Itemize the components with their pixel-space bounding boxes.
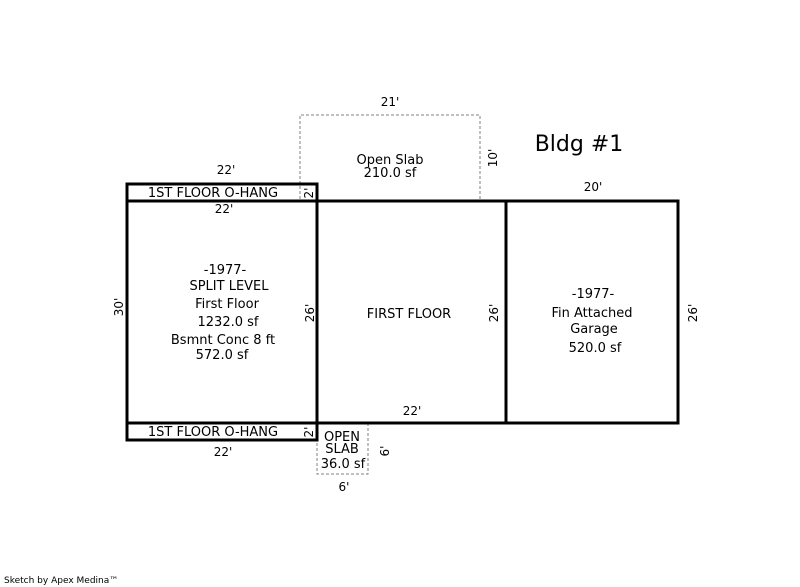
ohang-top-label: 1ST FLOOR O-HANG [148,186,278,201]
first-floor-label: FIRST FLOOR [367,307,451,322]
open-slab-bottom-line2: SLAB [325,442,359,457]
dim-ohang-bottom-depth: 2' [302,427,316,438]
dim-ohang-bottom-width: 22' [214,445,233,459]
open-slab-top-area: 210.0 sf [364,166,417,181]
split-level-area: 1232.0 sf [198,315,259,330]
dim-ohang-top-depth: 2' [302,188,316,199]
dim-garage-right: 26' [686,304,700,323]
garage-year: -1977- [572,287,615,302]
dim-slab-bottom-height: 6' [378,446,392,457]
garage-line1: Fin Attached [552,306,633,321]
open-slab-top-outline [299,114,481,199]
garage-outline [504,199,680,425]
dim-split-right: 26' [303,304,317,323]
dim-first-floor-right: 26' [487,304,501,323]
open-slab-bottom-area: 36.0 sf [321,457,366,472]
dim-slab-top-width: 21' [381,95,400,109]
dim-split-left: 30' [112,298,126,317]
dim-slab-top-height: 10' [486,149,500,168]
garage-line2: Garage [570,322,618,337]
dim-garage-top: 20' [584,180,603,194]
sketch-credit: Sketch by Apex Medina™ [4,576,118,586]
dim-first-floor-bottom: 22' [403,404,422,418]
ohang-bottom-outline [125,421,319,442]
ohang-bottom-label: 1ST FLOOR O-HANG [148,425,278,440]
open-slab-top-name: Open Slab [357,153,424,168]
garage-area: 520.0 sf [569,341,622,356]
dim-ohang-top-inner: 22' [215,202,234,216]
open-slab-bottom-line1: OPEN [324,430,360,445]
split-level-basement-area: 572.0 sf [196,348,249,363]
split-level-type: SPLIT LEVEL [189,279,269,294]
dim-slab-bottom-width: 6' [339,480,350,494]
split-level-year: -1977- [204,263,247,278]
dim-ohang-top-outer: 22' [217,163,236,177]
split-level-basement: Bsmnt Conc 8 ft [171,333,275,348]
split-level-floor: First Floor [195,297,259,312]
split-level-outline [125,199,319,425]
building-title: Bldg #1 [535,132,624,157]
